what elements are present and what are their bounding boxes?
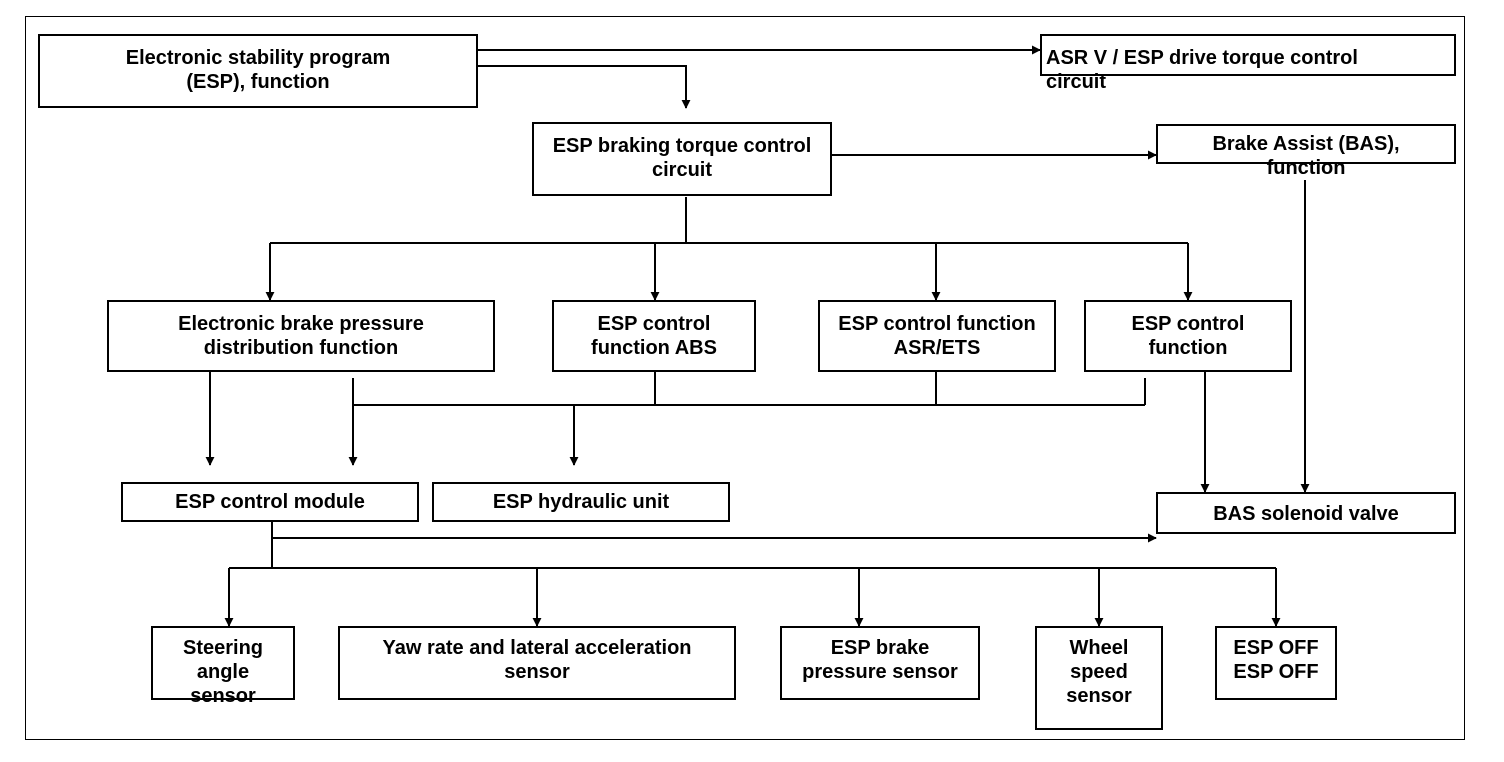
label-ebd-function: Electronic brake pressure distribution f… (178, 313, 424, 359)
label-pressure-sensor: ESP brake pressure sensor (802, 637, 958, 683)
label-steering-sensor: Steering angle sensor (182, 637, 264, 707)
diagram-frame (25, 16, 1465, 740)
label-braking-torque: ESP braking torque control circuit (552, 135, 812, 181)
label-esp-control-function: ESP control function (1131, 313, 1245, 359)
box-esp-control-function: ESP control function (1084, 300, 1292, 372)
label-hydraulic-unit: ESP hydraulic unit (492, 491, 670, 513)
box-abs-function: ESP control function ABS (552, 300, 756, 372)
label-esp-function: Electronic stability program (ESP), func… (125, 47, 391, 93)
box-braking-torque: ESP braking torque control circuit (532, 122, 832, 196)
label-asr-drive-torque: ASR V / ESP drive torque control circuit (1046, 47, 1358, 93)
box-control-module: ESP control module (121, 482, 419, 522)
box-bas-valve: BAS solenoid valve (1156, 492, 1456, 534)
box-steering-sensor: Steering angle sensor (151, 626, 295, 707)
label-esp-off: ESP OFF ESP OFF (1233, 637, 1319, 683)
label-asr-ets-function: ESP control function ASR/ETS (838, 313, 1036, 359)
label-brake-assist: Brake Assist (BAS), function (1212, 133, 1400, 179)
box-brake-assist: Brake Assist (BAS), function (1156, 124, 1456, 179)
label-wheel-sensor: Wheel speed sensor (1066, 637, 1132, 707)
box-yaw-sensor: Yaw rate and lateral acceleration sensor (338, 626, 736, 700)
box-esp-function: Electronic stability program (ESP), func… (38, 34, 478, 108)
box-asr-ets-function: ESP control function ASR/ETS (818, 300, 1056, 372)
label-yaw-sensor: Yaw rate and lateral acceleration sensor (382, 637, 692, 683)
label-control-module: ESP control module (175, 491, 365, 513)
box-wheel-sensor: Wheel speed sensor (1035, 626, 1163, 730)
box-esp-off: ESP OFF ESP OFF (1215, 626, 1337, 700)
box-ebd-function: Electronic brake pressure distribution f… (107, 300, 495, 372)
arrow-esp-to-braking (478, 65, 691, 109)
box-asr-drive-torque: ASR V / ESP drive torque control circuit (1040, 34, 1456, 93)
label-abs-function: ESP control function ABS (591, 313, 717, 359)
label-bas-valve: BAS solenoid valve (1213, 503, 1399, 525)
box-pressure-sensor: ESP brake pressure sensor (780, 626, 980, 700)
box-hydraulic-unit: ESP hydraulic unit (432, 482, 730, 522)
